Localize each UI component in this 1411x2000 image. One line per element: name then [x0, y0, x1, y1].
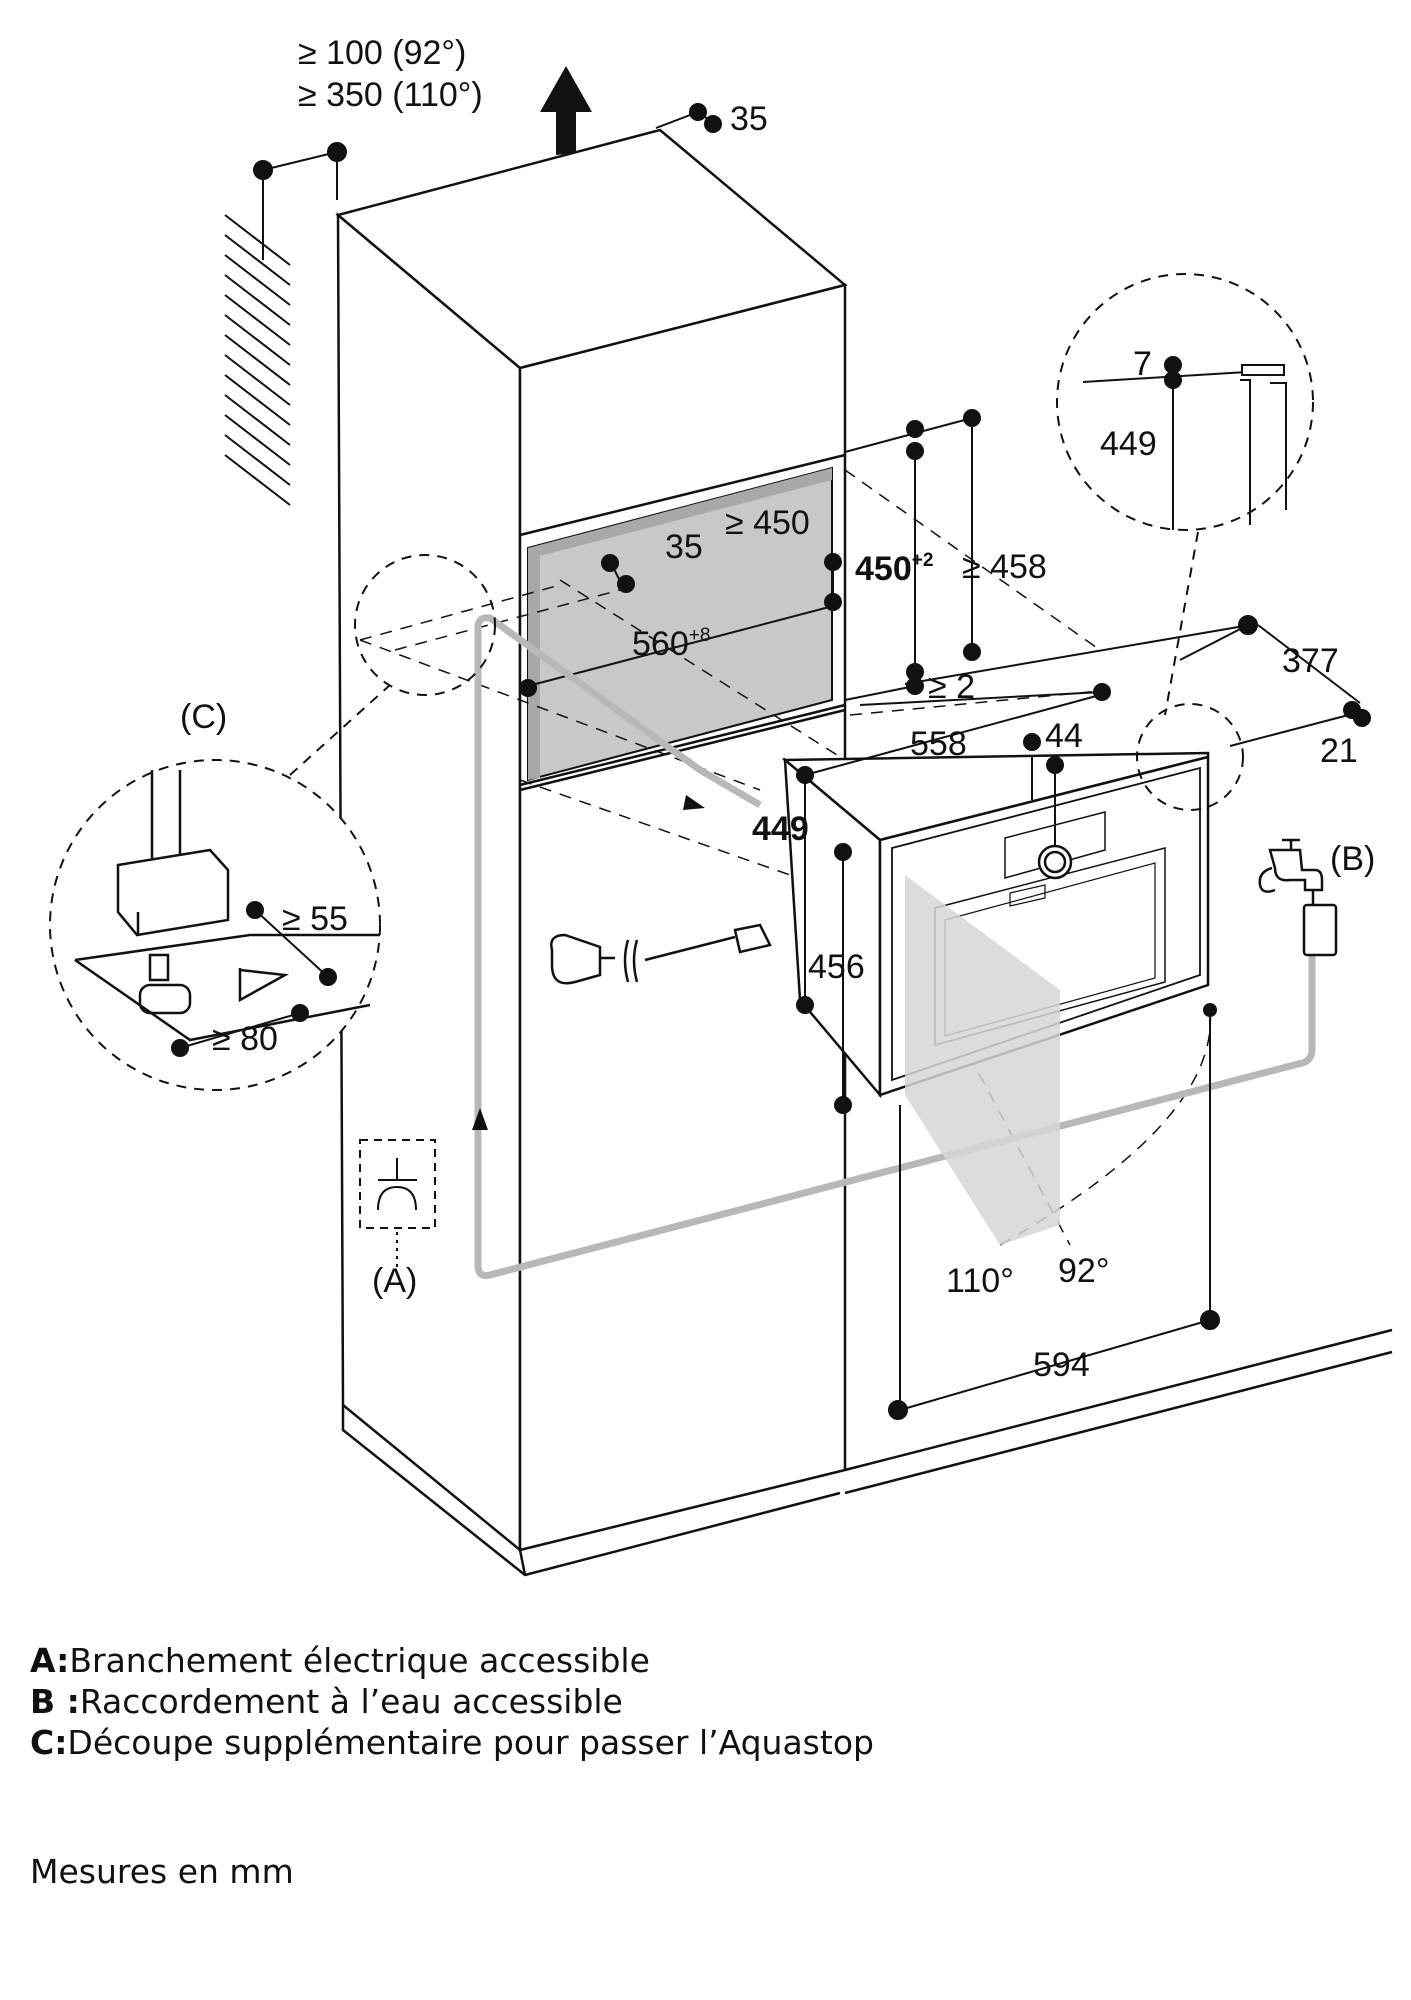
top-clearance-dimension: [253, 142, 347, 260]
device-height-449-label: 449: [752, 810, 809, 848]
detail-c-55-label: ≥ 55: [282, 900, 348, 938]
machine-dimensions: [796, 694, 1220, 1420]
callout-c-label: (C): [180, 698, 227, 736]
top-depth-label: 35: [730, 100, 768, 138]
legend-text: Raccordement à l’eau accessible: [79, 1682, 623, 1721]
power-plug: [550, 923, 772, 985]
tall-cabinet: [335, 128, 848, 1577]
corner-detail-marker: [1136, 703, 1244, 811]
device-width-558-label: 558: [910, 725, 967, 763]
detail-c: ≥ 55 ≥ 80: [49, 759, 381, 1091]
legend-key: B :: [30, 1682, 80, 1721]
pipe-arrow-down: [683, 795, 705, 810]
niche-width-label: 560+8: [632, 625, 710, 663]
legend-item-a: A:Branchement électrique accessible: [30, 1640, 874, 1681]
legend-key: A:: [30, 1641, 70, 1680]
zoom-449-label: 449: [1100, 425, 1157, 463]
depth-21-label: 21: [1320, 732, 1358, 770]
angle-110-label: 110°: [946, 1262, 1014, 1300]
niche-height-label: 450+2: [855, 550, 933, 588]
electrical-socket-a: [359, 1139, 436, 1270]
units-note: Mesures en mm: [30, 1852, 294, 1891]
device-44-label: 44: [1045, 717, 1083, 755]
top-depth-dimension: [655, 103, 722, 133]
depth-377-label: 377: [1282, 642, 1339, 680]
angle-92-label: 92°: [1058, 1252, 1109, 1290]
top-clearance-110-label: ≥ 350 (110°): [298, 76, 483, 114]
detail-c-marker: [289, 554, 496, 776]
callout-b-label: (B): [1330, 840, 1375, 878]
airflow-up-arrow: [540, 66, 592, 155]
gap-min-label: ≥ 2: [928, 668, 975, 706]
detail-c-80-label: ≥ 80: [212, 1020, 278, 1058]
installation-diagram: ≥ 100 (92°) ≥ 350 (110°) 35: [49, 34, 1393, 1577]
pipe-arrow-up: [472, 1108, 488, 1130]
niche-dimensions: [519, 409, 1371, 747]
top-clearance-92-label: ≥ 100 (92°): [298, 34, 466, 72]
niche-inner-depth-label: 35: [665, 528, 703, 566]
base-cabinet: [844, 1328, 1393, 1495]
water-pipe-route: [474, 614, 1316, 1279]
niche-height-min-label: ≥ 458: [962, 548, 1047, 586]
wall-hatching: [224, 214, 291, 506]
zoom-7-label: 7: [1133, 345, 1152, 383]
legend-key: C:: [30, 1723, 68, 1762]
device-width-594-label: 594: [1033, 1346, 1090, 1384]
niche-depth-min-label: ≥ 450: [725, 504, 810, 542]
legend-item-b: B :Raccordement à l’eau accessible: [30, 1681, 874, 1722]
legend: A:Branchement électrique accessible B :R…: [30, 1640, 874, 1763]
door-swing-shade: [905, 875, 1060, 1245]
water-tap-b: [1258, 838, 1338, 957]
callout-a-label: (A): [372, 1262, 417, 1300]
legend-text: Branchement électrique accessible: [69, 1641, 650, 1680]
device-height-456-label: 456: [808, 948, 865, 986]
legend-text: Découpe supplémentaire pour passer l’Aqu…: [67, 1723, 874, 1762]
legend-item-c: C:Découpe supplémentaire pour passer l’A…: [30, 1722, 874, 1763]
zoom-detail-top: 7 449: [1056, 273, 1314, 716]
